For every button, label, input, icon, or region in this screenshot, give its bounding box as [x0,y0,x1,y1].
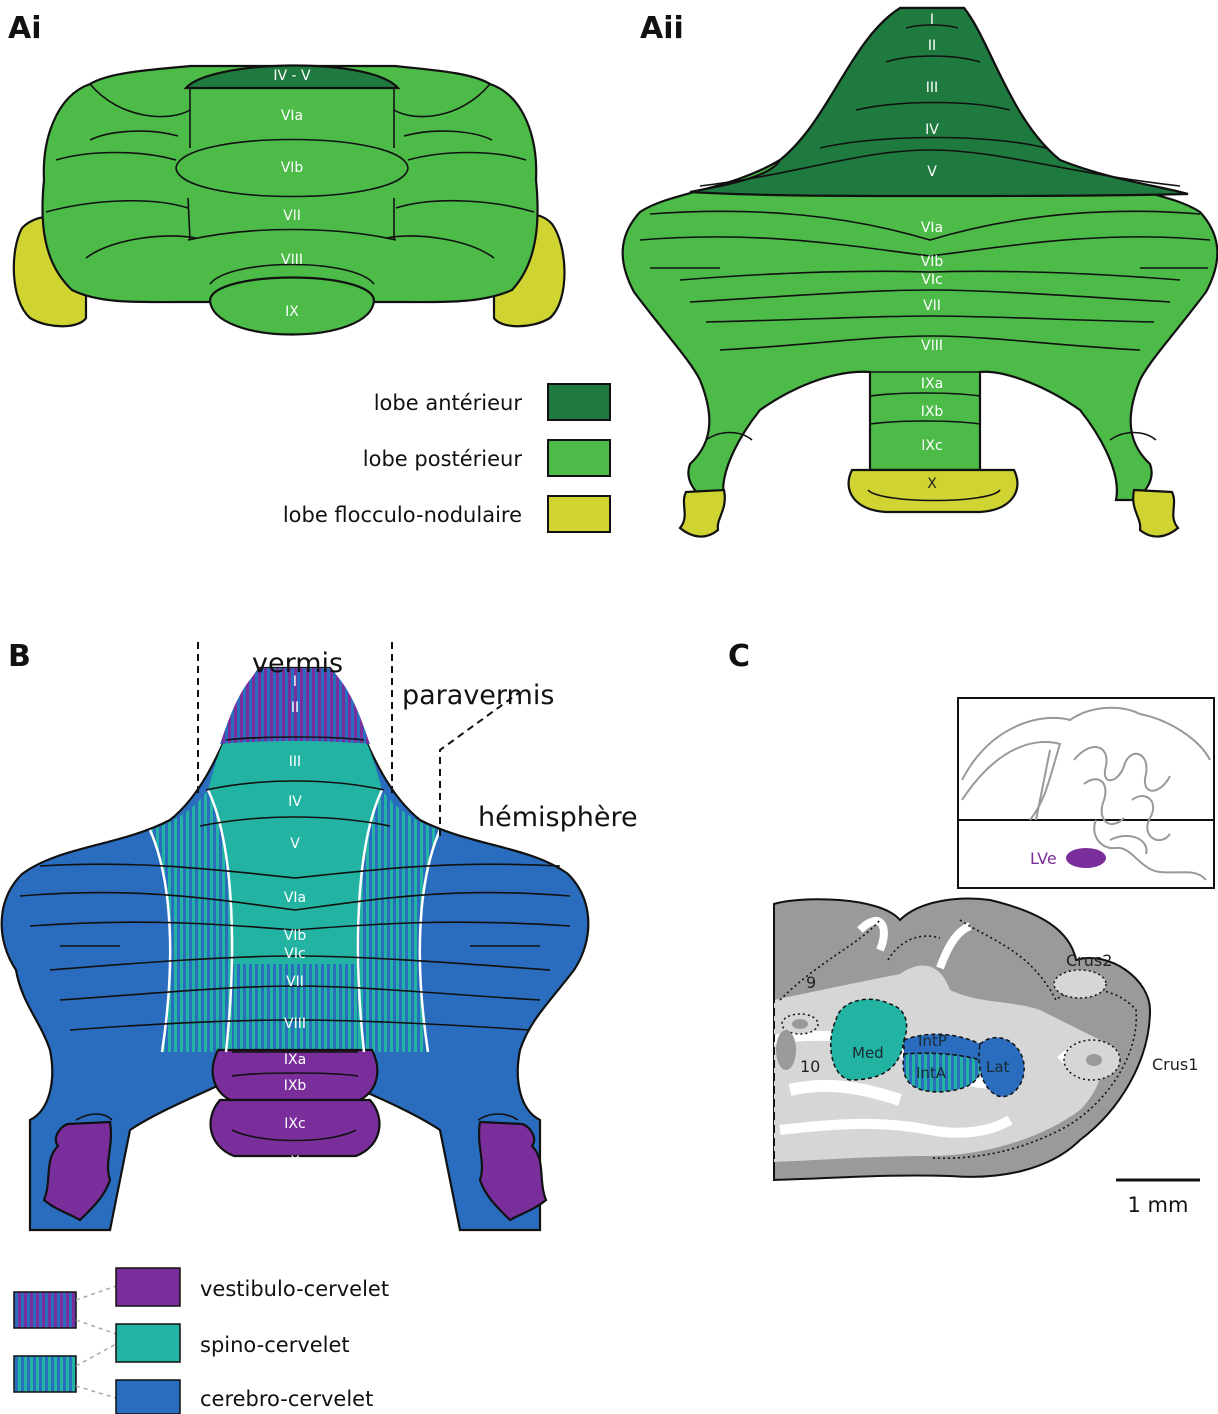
c-label: 9 [806,973,816,992]
b-lobule-label: VIb [284,928,307,944]
b-region-paravermis: paravermis [402,680,554,711]
legend-swatch-posterior [548,440,610,476]
aii-lobule-label: IXc [921,438,942,454]
legend-swatch-striped-spino [14,1356,76,1392]
b-lobule-label: X [290,1154,300,1170]
aii-lobule-label: X [927,476,937,492]
c-inset-lve-blob [1066,848,1106,868]
c-scale-bar-label: 1 mm [1128,1193,1189,1217]
aii-lobule-label: III [926,80,938,96]
legend-swatch-anterior [548,384,610,420]
b-lobule-label: IXc [284,1116,305,1132]
legend-swatch-cerebro [116,1380,180,1414]
panel-c: C LVe [728,639,1214,1217]
b-lobule-label: VIII [284,1016,306,1032]
b-lobule-label: II [291,700,299,716]
b-lobule-label: I [293,674,297,690]
aii-lobule-label: VIc [921,272,942,288]
aii-flocculus-right [1133,490,1178,537]
b-region-hemisphere: hémisphère [478,802,638,833]
c-label: Lat [986,1058,1010,1076]
c-label: Med [852,1044,884,1062]
aii-lobule-label: VIII [921,338,943,354]
panel-label-b: B [8,639,31,674]
legend-functional: vestibulo-cervelet spino-cervelet cerebr… [14,1268,389,1414]
c-label: IntA [916,1064,947,1082]
aii-lobule-label: VIa [921,220,943,236]
panel-label-ai: Ai [8,11,42,46]
ai-lobule-label: VIb [281,160,304,176]
legend-label: lobe antérieur [374,391,523,415]
legend-lobes: lobe antérieur lobe postérieur lobe floc… [283,384,610,532]
c-inset-label-lve: LVe [1030,849,1057,868]
ai-lobule-label: IV - V [273,68,311,84]
legend-swatch-vestibulo [116,1268,180,1306]
aii-lobule-label: I [930,12,934,28]
legend-label: lobe postérieur [363,447,523,471]
b-region-vermis: vermis [252,648,343,679]
legend-label: lobe flocculo-nodulaire [283,503,522,527]
b-lobule-label: III [289,754,301,770]
aii-lobule-label: IXa [921,376,943,392]
aii-lobule-label: IXb [921,404,944,420]
aii-lobule-label: VII [923,298,941,314]
panel-aii: Aii I II III IV V VIa [623,8,1218,537]
ai-lobule-ix-label: IX [285,304,299,320]
legend-swatch-spino [116,1324,180,1362]
b-lobule-label: IXb [284,1078,307,1094]
b-lobule-label: V [290,836,300,852]
aii-flocculus-left [680,490,725,537]
b-lobule-label: IV [288,794,302,810]
panel-label-aii: Aii [640,11,684,46]
legend-swatch-flocculonodular [548,496,610,532]
legend-label: spino-cervelet [200,1333,350,1357]
c-label: Crus1 [1152,1055,1198,1074]
b-lobule-label: IXa [284,1052,306,1068]
c-label: 10 [800,1057,820,1076]
panel-label-c: C [728,639,750,674]
aii-lobule-label: VIb [921,254,944,270]
panel-b: B [2,639,638,1230]
b-lobule-label: VIa [284,890,306,906]
legend-label: vestibulo-cervelet [200,1277,389,1301]
aii-lobule-label: IV [925,122,939,138]
ai-lobule-label: VIa [281,108,303,124]
b-lobule-label: VII [286,974,304,990]
ai-lobule-label: VII [283,208,301,224]
legend-label: cerebro-cervelet [200,1387,373,1411]
c-label: IntP [918,1032,947,1050]
legend-swatch-striped-vestibulo [14,1292,76,1328]
c-label: Crus2 [1066,951,1112,970]
aii-lobule-label: V [927,164,937,180]
panel-ai: Ai IV - V VIa VIb VII VIII IX IX [8,11,565,335]
aii-lobule-label: II [928,38,936,54]
b-lobule-label: VIc [284,946,305,962]
ai-lobule-label: VIII [281,252,303,268]
